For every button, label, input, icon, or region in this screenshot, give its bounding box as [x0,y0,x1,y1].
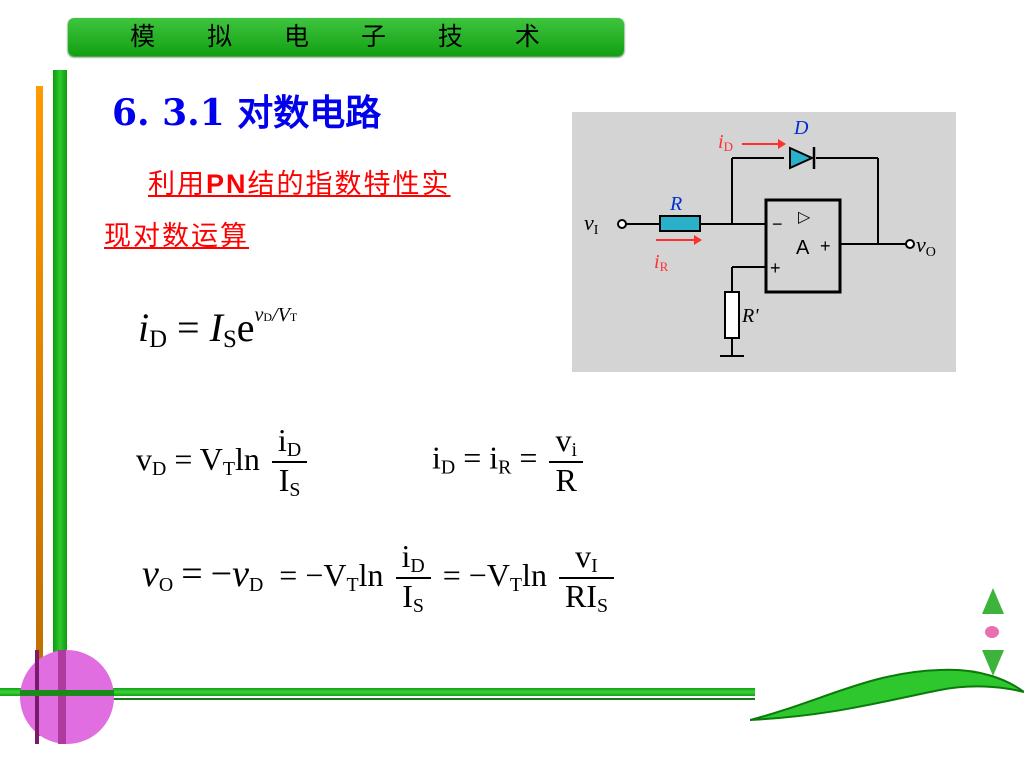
dark-horizontal-line [90,698,755,700]
eq-exponent: vD/VT [254,304,298,326]
section-title: 6. 3.1 对数电路 [112,92,382,134]
label-vI: vI [584,210,599,238]
triangle-down-icon[interactable] [982,650,1004,676]
circuit-diagram: iD D R vI iR − + ▷ A + vO R' [572,112,956,372]
green-horizontal-bar [0,688,755,696]
label-vO: vO [916,232,936,260]
label-out-plus: + [820,236,831,256]
triangle-up-icon[interactable] [982,588,1004,614]
fraction: vI RIS [558,539,614,618]
eq-symbol: e [236,305,255,350]
header-banner [68,18,624,56]
description-text: 结的指数特性实 [247,169,451,200]
label-minus: − [772,214,783,234]
equation-vD: vD = VTln iD IS [136,423,311,502]
fraction: iD IS [395,539,431,618]
label-iR: iR [654,251,669,274]
green-swoosh-decoration [750,668,1024,721]
circle-cross-line [35,650,39,744]
equation-iD-iR: iD = iR = vi R [432,423,587,498]
equation-vO: vO = −vD = −VTln iD IS = −VTln vI RIS [142,539,618,618]
log-amp-schematic: iD D R vI iR − + ▷ A + vO R' [584,117,936,357]
description-line-1: 利用PN结的指数特性实 [148,162,451,201]
circle-cross-line [58,650,66,744]
fraction: vi R [549,423,583,498]
orange-vertical-bar [36,86,43,736]
eq-symbol: I [209,305,223,350]
dot-icon[interactable] [985,626,999,638]
green-vertical-bar [53,70,67,670]
label-R: R [669,193,682,215]
label-R-prime: R' [741,305,759,327]
circle-cross-line [20,690,114,696]
description-text: 利用 [148,169,206,200]
label-A: A [796,237,810,259]
eq-subscript: S [222,326,237,354]
fraction: iD IS [271,423,308,502]
description-pn: PN [206,169,248,199]
label-iD: iD [718,131,733,154]
description-line-2: 现对数运算 [104,221,249,252]
eq-subscript: D [149,326,168,354]
course-title: 模 拟 电 子 技 术 [130,22,562,51]
eq-equals: = [177,305,200,350]
eq-symbol: i [138,305,150,350]
label-D: D [793,117,809,139]
equation-diode-current: iD = ISevD/VT [138,304,297,354]
label-triangle: ▷ [798,207,811,226]
label-plus: + [770,258,781,278]
